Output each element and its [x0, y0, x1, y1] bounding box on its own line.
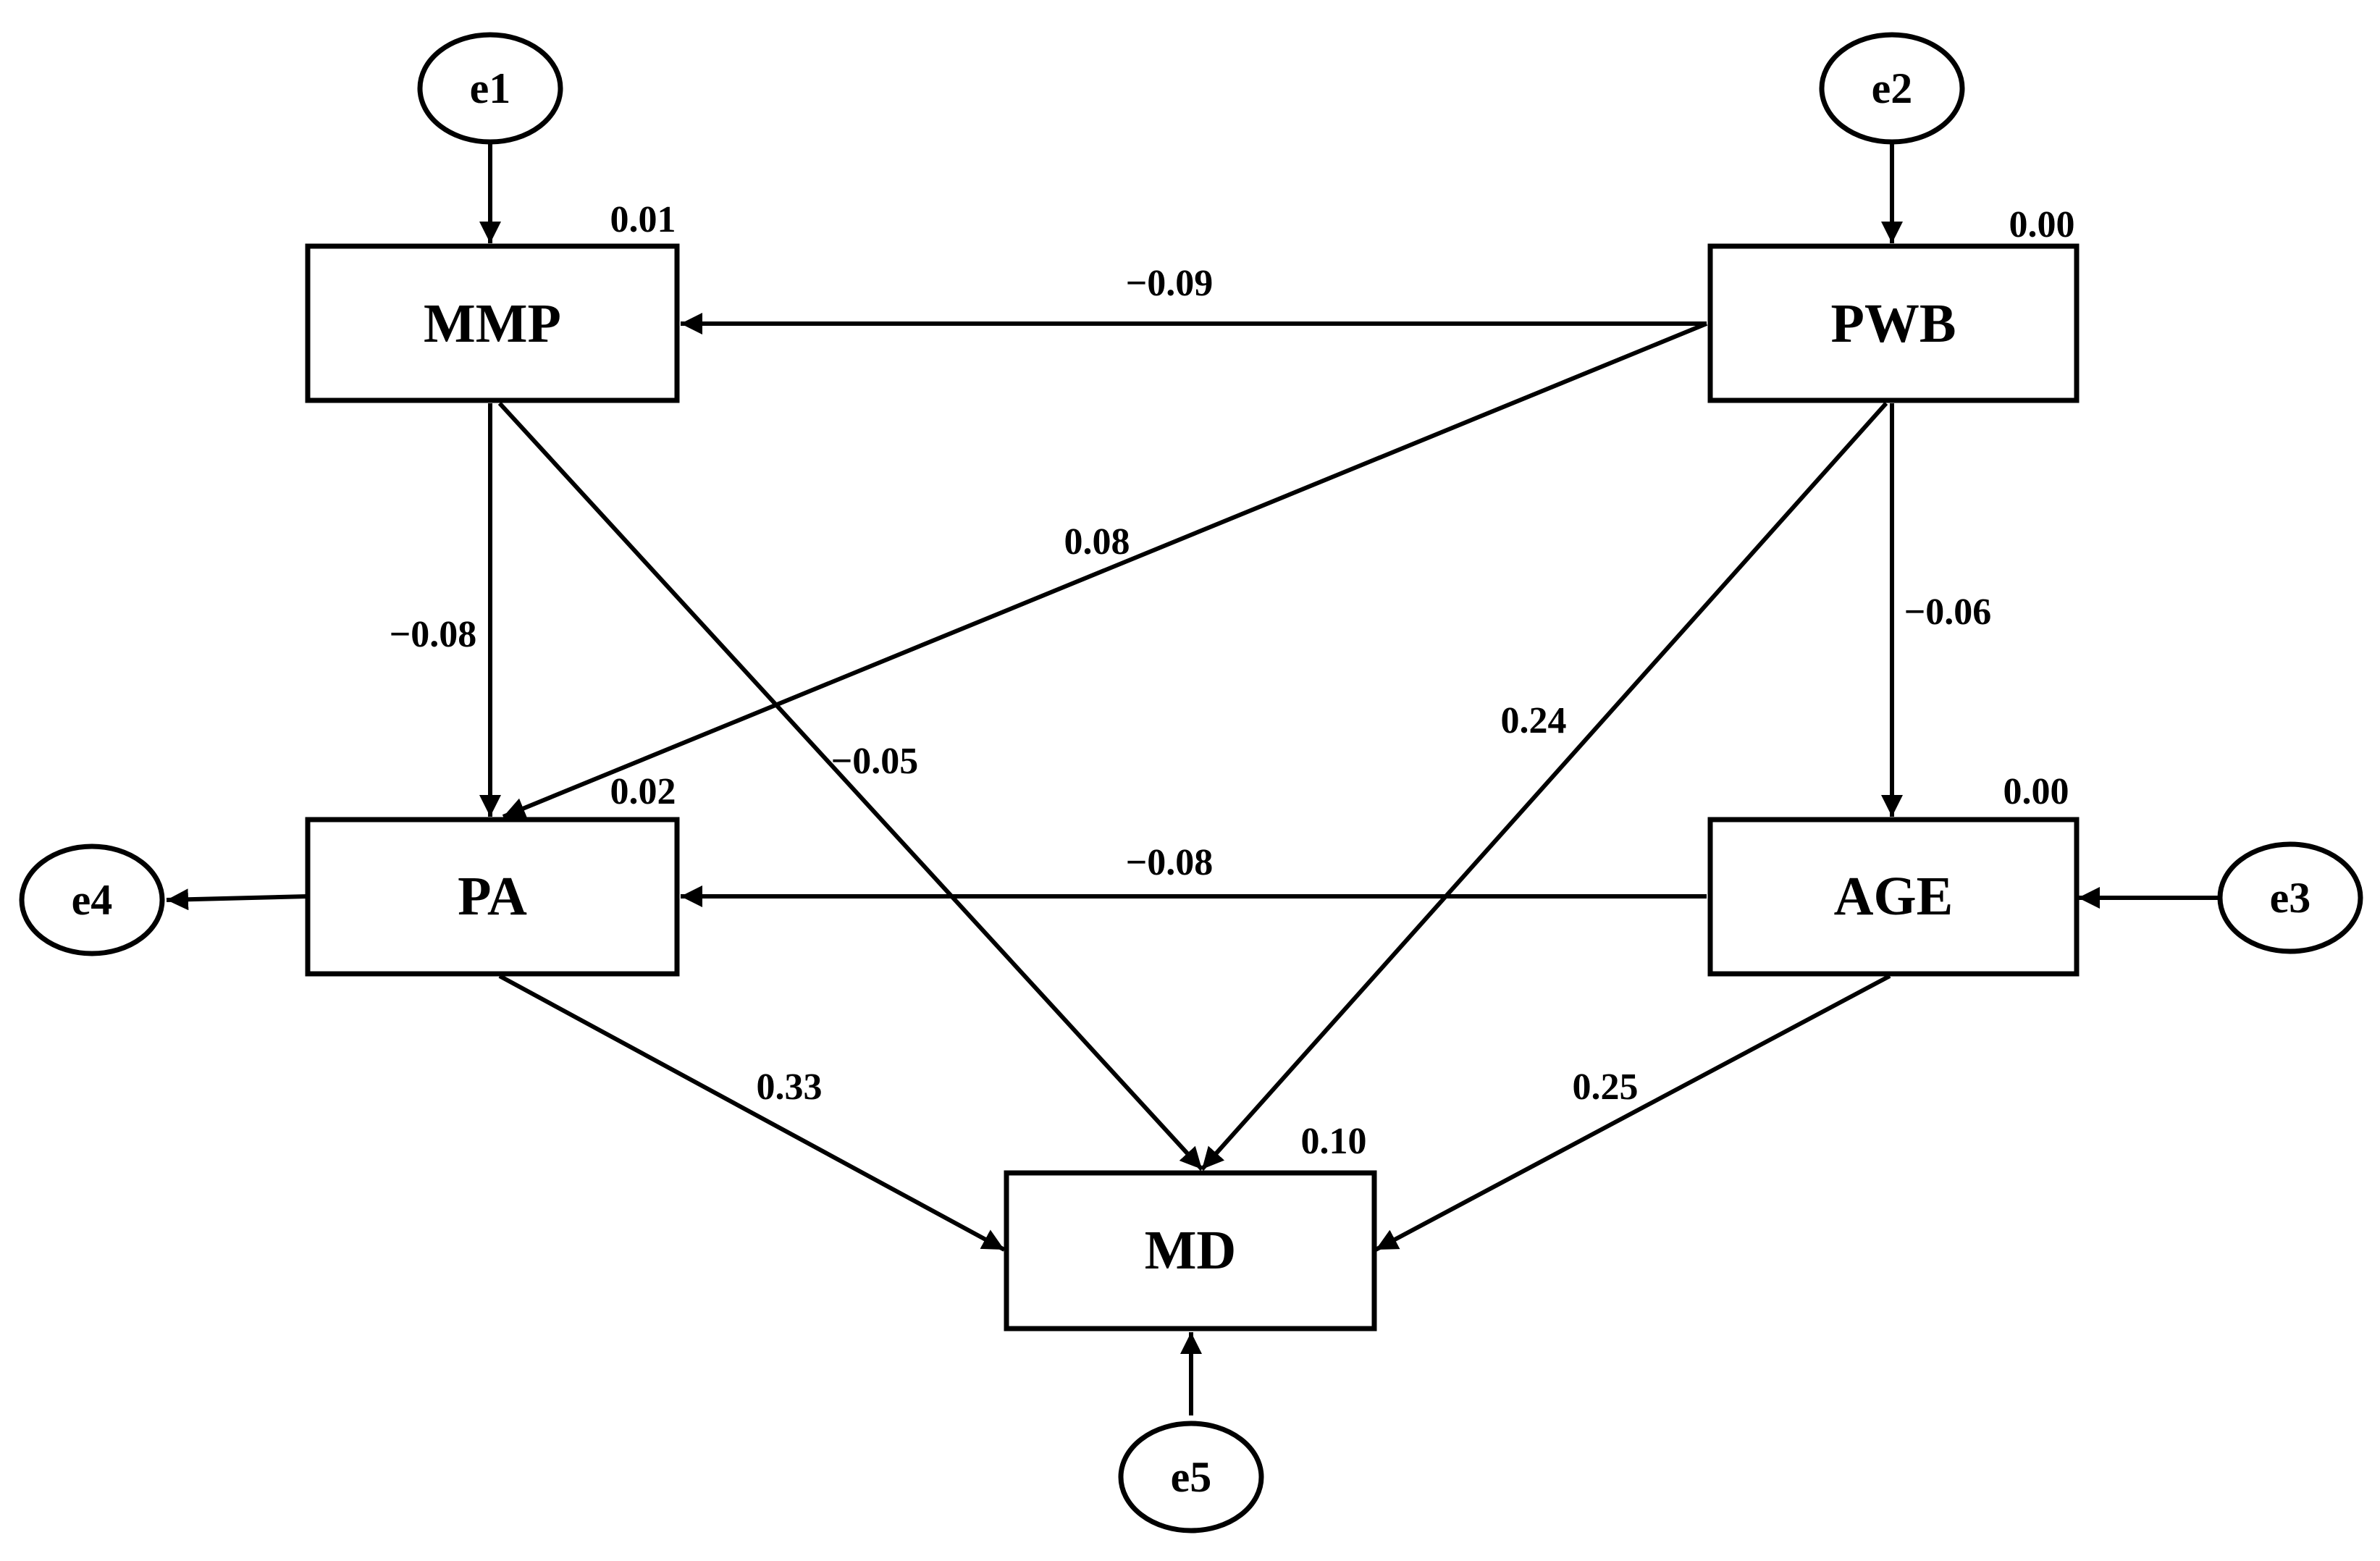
error-e3-label: e3 — [2270, 874, 2311, 922]
node-age-r2: 0.00 — [2003, 771, 2069, 812]
error-e1: e1 — [417, 32, 563, 145]
coef-age-md: 0.25 — [1573, 1066, 1639, 1108]
edge-pwb-md — [1200, 402, 1888, 1171]
error-e5: e5 — [1118, 1421, 1264, 1533]
node-pa-r2: 0.02 — [610, 771, 676, 812]
variables: MMP 0.01 PWB 0.00 PA 0.02 AGE 0.00 MD 0.… — [305, 199, 2080, 1331]
error-e5-label: e5 — [1171, 1453, 1212, 1501]
coef-pa-md: 0.33 — [757, 1066, 823, 1108]
edge-pa-e4 — [166, 888, 308, 911]
edge-pa-md — [498, 974, 1006, 1252]
error-e1-ellipse — [417, 32, 563, 145]
error-e3-ellipse — [2217, 841, 2363, 954]
node-pwb: PWB 0.00 — [1707, 204, 2080, 403]
error-terms: e1 e2 e3 e4 e5 — [19, 32, 2363, 1533]
node-pa-box — [305, 817, 680, 977]
error-e2-ellipse — [1819, 32, 1965, 145]
node-age-label: AGE — [1834, 866, 1954, 927]
node-age: AGE 0.00 — [1707, 771, 2080, 977]
node-mmp-r2: 0.01 — [610, 199, 676, 240]
node-pa-label: PA — [458, 866, 527, 927]
error-e4: e4 — [19, 843, 165, 956]
node-mmp: MMP 0.01 — [305, 199, 680, 403]
node-pwb-box — [1707, 243, 2080, 403]
coef-mmp-md: −0.05 — [831, 741, 919, 782]
coef-age-pa: −0.08 — [1126, 842, 1214, 883]
node-pwb-label: PWB — [1830, 293, 1956, 354]
error-e2: e2 — [1819, 32, 1965, 145]
node-md-r2: 0.10 — [1301, 1121, 1367, 1162]
node-md: MD 0.10 — [1004, 1121, 1377, 1331]
coef-pwb-md: 0.24 — [1501, 700, 1567, 741]
edge-age-md — [1374, 974, 1891, 1252]
error-e1-label: e1 — [470, 64, 511, 112]
path-coefficients: −0.09 0.08 −0.08 −0.05 0.24 −0.06 −0.08 … — [390, 263, 1992, 1108]
coef-pwb-age: −0.06 — [1904, 592, 1992, 633]
error-e4-ellipse — [19, 843, 165, 956]
edge-pwb-pa — [502, 321, 1708, 819]
node-pwb-r2: 0.00 — [2009, 204, 2075, 245]
coef-pwb-pa: 0.08 — [1064, 521, 1130, 563]
coef-pwb-mmp: −0.09 — [1126, 263, 1214, 304]
node-pa: PA 0.02 — [305, 771, 680, 977]
error-e3: e3 — [2217, 841, 2363, 954]
node-md-box — [1004, 1170, 1377, 1331]
edges — [166, 143, 2219, 1415]
node-mmp-box — [305, 243, 680, 403]
node-age-box — [1707, 817, 2080, 977]
error-e2-label: e2 — [1872, 64, 1913, 112]
coef-mmp-pa: −0.08 — [390, 614, 477, 655]
error-e5-ellipse — [1118, 1421, 1264, 1533]
node-md-label: MD — [1145, 1220, 1237, 1281]
node-mmp-label: MMP — [424, 293, 561, 354]
edge-mmp-md — [497, 401, 1204, 1171]
error-e4-label: e4 — [72, 876, 113, 924]
